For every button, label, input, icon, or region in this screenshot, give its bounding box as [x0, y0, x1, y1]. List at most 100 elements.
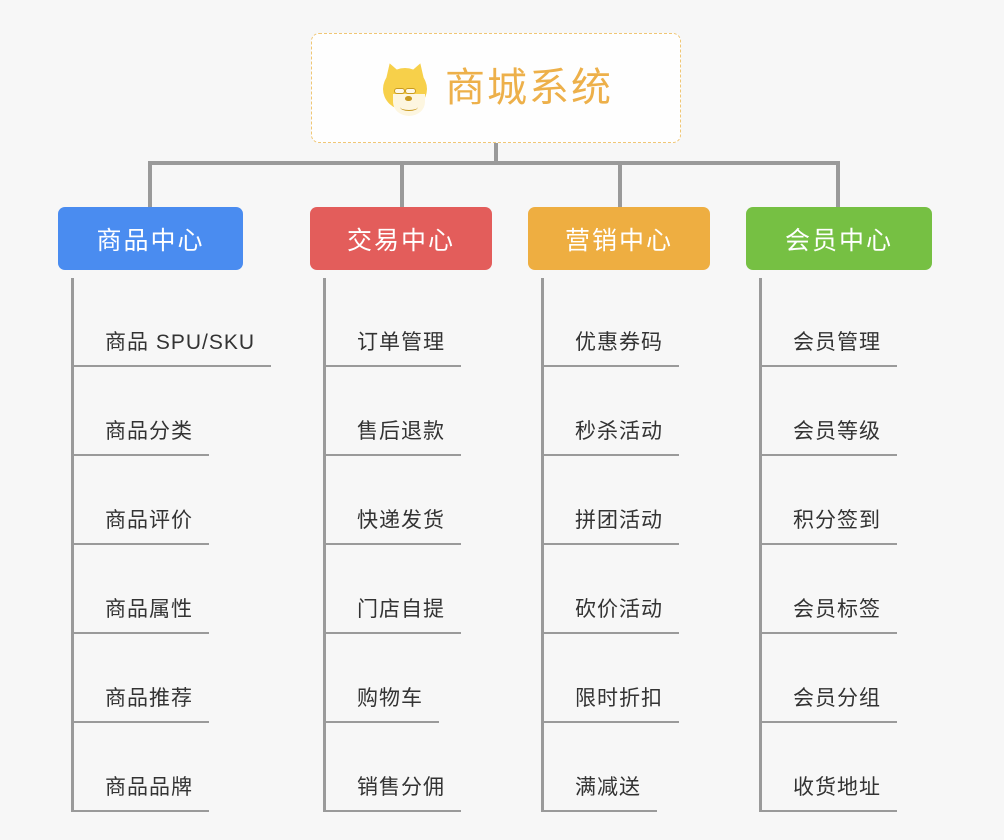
- dog-mouth-icon: [400, 103, 418, 111]
- list-item[interactable]: 购物车: [310, 634, 520, 723]
- root-title: 商城系统: [445, 66, 613, 110]
- leaf-label: 会员管理: [793, 331, 881, 354]
- leaf-underline: 积分签到: [759, 504, 897, 545]
- category-header-4[interactable]: 会员中心: [746, 207, 932, 270]
- list-item[interactable]: 会员等级: [746, 367, 956, 456]
- category-header-label: 营销中心: [564, 226, 673, 255]
- dog-eye-left-icon: [394, 88, 405, 94]
- list-item[interactable]: 售后退款: [310, 367, 520, 456]
- category-header-label: 会员中心: [784, 226, 893, 255]
- leaf-underline: 会员管理: [759, 326, 897, 367]
- leaf-underline: 会员等级: [759, 415, 897, 456]
- category-header-label: 商品中心: [96, 226, 205, 255]
- list-item[interactable]: 商品属性: [58, 545, 286, 634]
- leaf-label: 会员分组: [793, 687, 881, 710]
- leaf-underline: 满减送: [541, 771, 657, 812]
- leaf-label: 商品分类: [105, 420, 193, 443]
- category-header-label: 交易中心: [346, 226, 455, 255]
- list-item[interactable]: 会员分组: [746, 634, 956, 723]
- list-item[interactable]: 门店自提: [310, 545, 520, 634]
- list-item[interactable]: 砍价活动: [528, 545, 738, 634]
- category-header-1[interactable]: 商品中心: [58, 207, 243, 270]
- leaf-list-1: 商品 SPU/SKU 商品分类 商品评价 商品属性 商品推荐: [58, 270, 286, 812]
- connector-drop-1: [148, 161, 152, 207]
- leaf-underline: 商品属性: [71, 593, 209, 634]
- list-item[interactable]: 商品品牌: [58, 723, 286, 812]
- leaf-underline: 秒杀活动: [541, 415, 679, 456]
- list-item[interactable]: 限时折扣: [528, 634, 738, 723]
- category-header-2[interactable]: 交易中心: [310, 207, 492, 270]
- category-column-交易中心: 交易中心 订单管理 售后退款 快递发货 门店自提: [310, 207, 520, 812]
- leaf-underline: 商品分类: [71, 415, 209, 456]
- leaf-label: 拼团活动: [575, 509, 663, 532]
- leaf-underline: 收货地址: [759, 771, 897, 812]
- list-item[interactable]: 快递发货: [310, 456, 520, 545]
- list-item[interactable]: 销售分佣: [310, 723, 520, 812]
- leaf-label: 订单管理: [357, 331, 445, 354]
- list-item[interactable]: 收货地址: [746, 723, 956, 812]
- leaf-underline: 限时折扣: [541, 682, 679, 723]
- category-header-3[interactable]: 营销中心: [528, 207, 710, 270]
- leaf-spine-4: [759, 278, 762, 812]
- list-item[interactable]: 商品分类: [58, 367, 286, 456]
- list-item[interactable]: 拼团活动: [528, 456, 738, 545]
- connector-drop-3: [618, 161, 622, 207]
- list-item[interactable]: 商品评价: [58, 456, 286, 545]
- leaf-list-3: 优惠券码 秒杀活动 拼团活动 砍价活动 限时折扣: [528, 270, 738, 812]
- leaf-label: 购物车: [357, 687, 423, 710]
- leaf-label: 收货地址: [793, 776, 881, 799]
- connector-horizontal-bus: [148, 161, 840, 165]
- list-item[interactable]: 满减送: [528, 723, 738, 812]
- leaf-underline: 订单管理: [323, 326, 461, 367]
- leaf-label: 会员标签: [793, 598, 881, 621]
- list-item[interactable]: 秒杀活动: [528, 367, 738, 456]
- leaf-underline: 商品 SPU/SKU: [71, 326, 272, 367]
- leaf-label: 会员等级: [793, 420, 881, 443]
- leaf-label: 砍价活动: [575, 598, 663, 621]
- leaf-label: 商品品牌: [105, 776, 193, 799]
- connector-drop-4: [836, 161, 840, 207]
- leaf-underline: 商品推荐: [71, 682, 209, 723]
- list-item[interactable]: 会员管理: [746, 278, 956, 367]
- leaf-label: 售后退款: [357, 420, 445, 443]
- leaf-spine-2: [323, 278, 326, 812]
- leaf-label: 积分签到: [793, 509, 881, 532]
- leaf-underline: 砍价活动: [541, 593, 679, 634]
- leaf-label: 商品 SPU/SKU: [105, 331, 256, 354]
- leaf-list-2: 订单管理 售后退款 快递发货 门店自提 购物车: [310, 270, 520, 812]
- leaf-underline: 商品评价: [71, 504, 209, 545]
- leaf-label: 限时折扣: [575, 687, 663, 710]
- leaf-label: 商品属性: [105, 598, 193, 621]
- dog-face-icon: [379, 60, 431, 116]
- list-item[interactable]: 商品 SPU/SKU: [58, 278, 286, 367]
- list-item[interactable]: 优惠券码: [528, 278, 738, 367]
- leaf-underline: 快递发货: [323, 504, 461, 545]
- leaf-underline: 会员标签: [759, 593, 897, 634]
- list-item[interactable]: 订单管理: [310, 278, 520, 367]
- leaf-underline: 拼团活动: [541, 504, 679, 545]
- category-column-营销中心: 营销中心 优惠券码 秒杀活动 拼团活动 砍价活动: [528, 207, 738, 812]
- dog-nose-icon: [405, 96, 412, 101]
- connector-drop-2: [400, 161, 404, 207]
- dog-head-icon: [383, 68, 427, 116]
- category-column-商品中心: 商品中心 商品 SPU/SKU 商品分类 商品评价 商品属性: [58, 207, 286, 812]
- leaf-label: 商品推荐: [105, 687, 193, 710]
- connector-root-stub: [494, 143, 498, 165]
- leaf-underline: 销售分佣: [323, 771, 461, 812]
- leaf-underline: 售后退款: [323, 415, 461, 456]
- leaf-underline: 会员分组: [759, 682, 897, 723]
- leaf-underline: 门店自提: [323, 593, 461, 634]
- list-item[interactable]: 商品推荐: [58, 634, 286, 723]
- leaf-label: 优惠券码: [575, 331, 663, 354]
- root-node[interactable]: 商城系统: [311, 33, 681, 143]
- leaf-label: 满减送: [575, 776, 641, 799]
- list-item[interactable]: 积分签到: [746, 456, 956, 545]
- leaf-list-4: 会员管理 会员等级 积分签到 会员标签 会员分组: [746, 270, 956, 812]
- list-item[interactable]: 会员标签: [746, 545, 956, 634]
- leaf-spine-1: [71, 278, 74, 812]
- leaf-spine-3: [541, 278, 544, 812]
- leaf-label: 门店自提: [357, 598, 445, 621]
- category-column-会员中心: 会员中心 会员管理 会员等级 积分签到 会员标签: [746, 207, 956, 812]
- dog-eye-right-icon: [405, 88, 416, 94]
